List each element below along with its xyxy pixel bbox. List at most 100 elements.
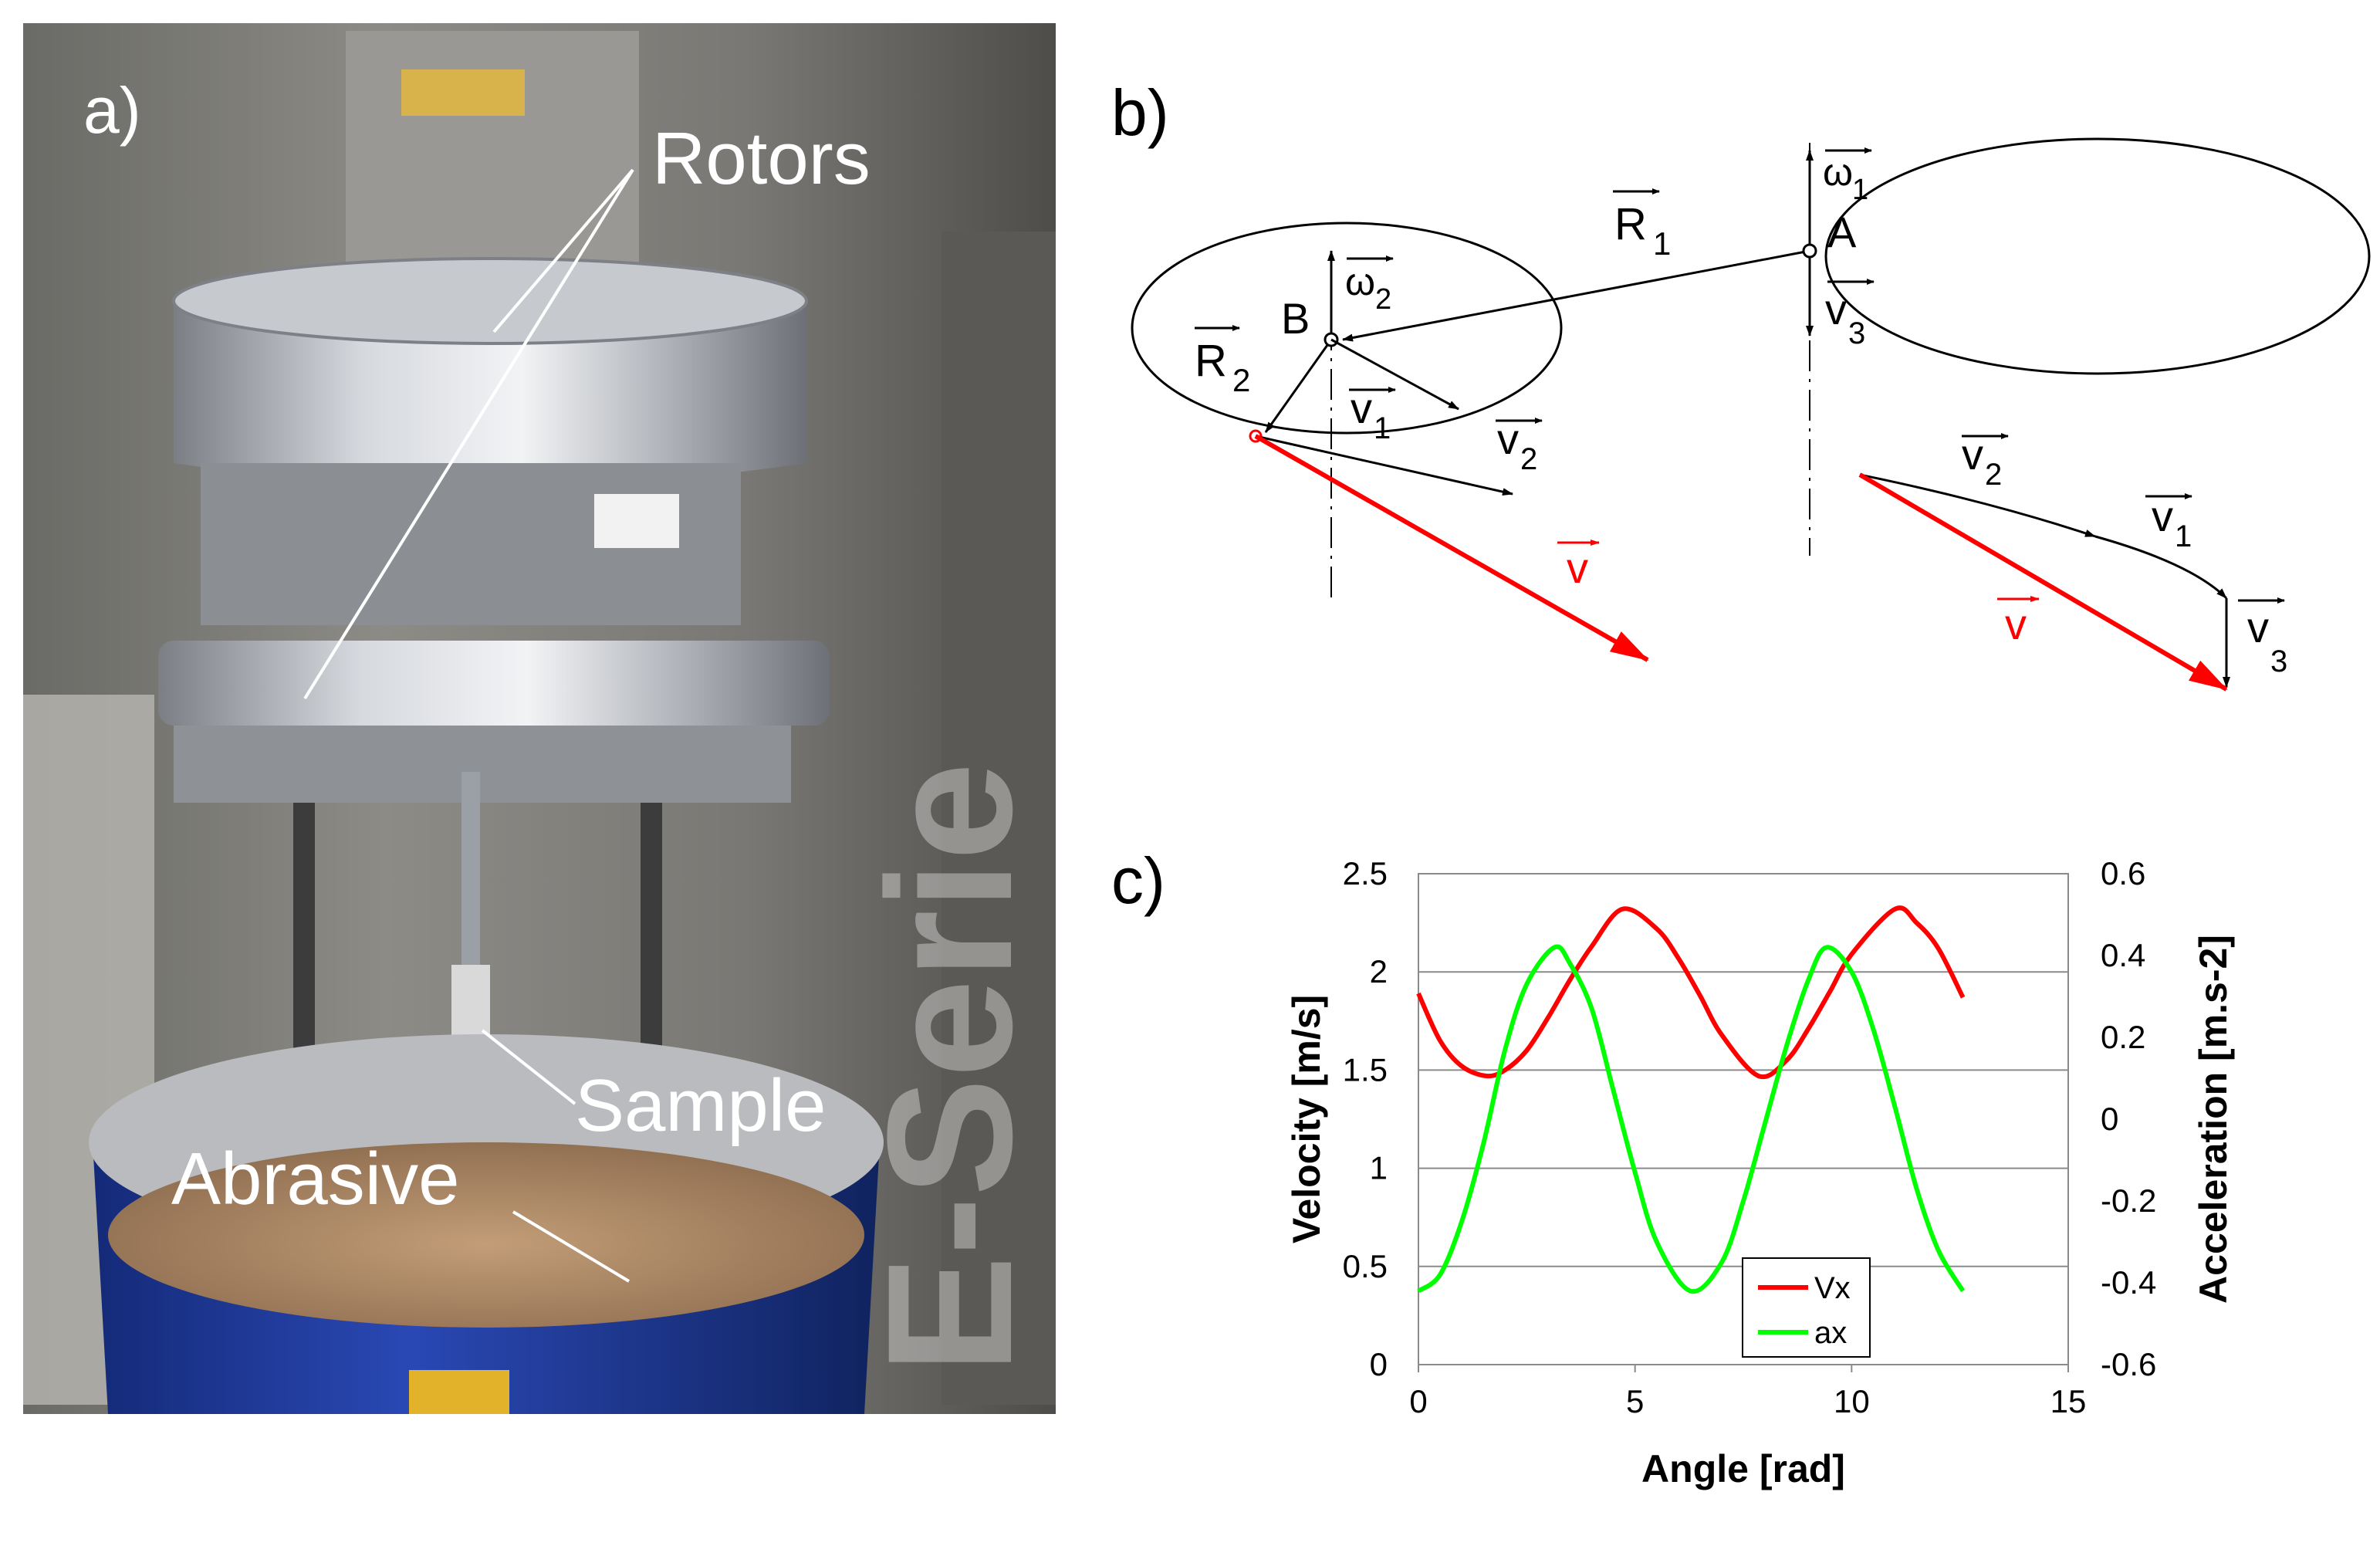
r2-label-sub: 2 bbox=[1232, 362, 1250, 398]
watermark-text: E-Serie bbox=[850, 762, 1049, 1374]
legend-label-ax: ax bbox=[1814, 1316, 1847, 1350]
omega2-label-base: ω bbox=[1345, 260, 1375, 303]
point-a-marker bbox=[1802, 243, 1817, 259]
y-tick-label-2: 1 bbox=[1370, 1150, 1388, 1186]
panel-c-label: c) bbox=[1111, 844, 1165, 917]
sample-holders bbox=[174, 726, 791, 803]
panel-a: E-Serie a) Rotors Sample Abrasive bbox=[23, 23, 1056, 1414]
r1-label: R 1 bbox=[1613, 188, 1671, 262]
omega1-label-base: ω bbox=[1823, 151, 1853, 194]
y2-tick-label-0: -0.6 bbox=[2101, 1346, 2156, 1382]
v3-label-poly: v 3 bbox=[2238, 597, 2287, 678]
point-a-label: A bbox=[1827, 208, 1857, 256]
chart: 0 5 10 15 0 0.5 1 1.5 2 2.5 -0.6 -0.4 -0.2 0 0.2 0.4 0.6… bbox=[1285, 855, 2235, 1490]
rotors-label: Rotors bbox=[652, 117, 871, 200]
v1-label-poly: v 1 bbox=[2145, 492, 2192, 553]
r1-label-base: R bbox=[1614, 199, 1647, 249]
x-tick-label-3: 15 bbox=[2050, 1383, 2087, 1419]
legend-label-vx: Vx bbox=[1814, 1271, 1851, 1305]
panel-b-label: b) bbox=[1111, 76, 1169, 149]
v2-label-c: v 2 bbox=[1496, 414, 1543, 476]
y2-tick-label-6: 0.6 bbox=[2101, 855, 2145, 891]
y2-axis-title: Acceleration [m.s-2] bbox=[2192, 935, 2235, 1304]
omega1-label-sub: 1 bbox=[1852, 174, 1868, 206]
y2-tick-label-4: 0.2 bbox=[2101, 1019, 2145, 1055]
small-orbit bbox=[1131, 222, 1563, 435]
v1-label-b: v 1 bbox=[1349, 384, 1396, 445]
v3-label-poly-base: v bbox=[2247, 603, 2269, 651]
white-pipe bbox=[594, 494, 679, 548]
y-tick-label-4: 2 bbox=[1370, 953, 1388, 990]
y-tick-label-3: 1.5 bbox=[1343, 1051, 1388, 1088]
r2-label: R 2 bbox=[1195, 325, 1250, 398]
v3-label-a: v 3 bbox=[1825, 279, 1875, 350]
v2-label-poly: v 2 bbox=[1962, 430, 2009, 492]
v1-label-b-base: v bbox=[1351, 384, 1372, 432]
y-axis-title: Velocity [m/s] bbox=[1285, 995, 1328, 1243]
v2-label-poly-base: v bbox=[1962, 430, 1983, 479]
v2-polygon-segment bbox=[1859, 473, 2096, 538]
y2-tick-label-5: 0.4 bbox=[2101, 937, 2145, 973]
r2-vector bbox=[1264, 339, 1333, 433]
abrasive-sand bbox=[108, 1142, 864, 1328]
omega2-label: ω 2 bbox=[1345, 255, 1394, 316]
x-tick-label-2: 10 bbox=[1834, 1383, 1870, 1419]
v-label-left: v bbox=[1557, 540, 1600, 592]
series-line-ax bbox=[1417, 944, 1966, 1294]
v3-label-a-sub: 3 bbox=[1848, 316, 1865, 350]
resultant-v-vector bbox=[1254, 434, 1649, 662]
v1-label-b-sub: 1 bbox=[1374, 411, 1391, 445]
rotors-pointer-1 bbox=[492, 168, 634, 333]
y-tick-label-0: 0 bbox=[1370, 1346, 1388, 1382]
v1-label-poly-base: v bbox=[2152, 492, 2173, 540]
v3-label-poly-sub: 3 bbox=[2270, 644, 2287, 678]
v-label-left-text: v bbox=[1567, 543, 1588, 592]
vertical-rod-left bbox=[293, 803, 315, 1065]
x-axis-title: Angle [rad] bbox=[1641, 1447, 1845, 1490]
y2-tick-label-3: 0 bbox=[2101, 1101, 2118, 1137]
lower-rotor-ring bbox=[158, 641, 830, 726]
y-tick-label-1: 0.5 bbox=[1343, 1248, 1388, 1284]
plot-frame bbox=[1418, 873, 2069, 1365]
abrasive-pointer bbox=[512, 1210, 630, 1283]
cabinet-top-box bbox=[346, 31, 639, 262]
v2-label-c-base: v bbox=[1497, 414, 1519, 463]
top-rotor-rim bbox=[172, 257, 808, 345]
sample-label: Sample bbox=[575, 1064, 827, 1147]
v1-vector-b bbox=[1330, 338, 1459, 411]
omega1-label: ω 1 bbox=[1823, 147, 1872, 206]
rotors-pointer-2 bbox=[303, 168, 634, 700]
x-tick-label-0: 0 bbox=[1409, 1383, 1427, 1419]
panel-c: c) 0 5 10 15 0 0.5 1 1.5 2 2.5 -0.6 -0.4 -0.2 0 0.2 0.4… bbox=[1111, 844, 2235, 1490]
r1-vector bbox=[1342, 249, 1810, 342]
sample-pointer bbox=[481, 1029, 576, 1105]
v-label-right: v bbox=[1997, 596, 2040, 648]
warning-sticker-top bbox=[401, 69, 525, 116]
panel-a-label: a) bbox=[83, 74, 141, 147]
resultant-v-polygon bbox=[1858, 472, 2228, 692]
barrel-warning-sticker bbox=[409, 1370, 509, 1414]
v1-polygon-segment bbox=[2094, 535, 2228, 600]
y2-tick-label-2: -0.2 bbox=[2101, 1182, 2156, 1219]
v2-label-poly-sub: 2 bbox=[1985, 458, 2002, 492]
y-tick-label-5: 2.5 bbox=[1343, 855, 1388, 891]
r1-label-sub: 1 bbox=[1653, 225, 1671, 262]
large-orbit bbox=[1824, 137, 2371, 375]
r2-label-base: R bbox=[1195, 336, 1227, 386]
abrasive-label: Abrasive bbox=[171, 1138, 460, 1220]
v-label-right-text: v bbox=[2005, 600, 2027, 648]
omega2-label-sub: 2 bbox=[1375, 283, 1391, 316]
point-b-label: B bbox=[1281, 294, 1310, 343]
y2-tick-label-1: -0.4 bbox=[2101, 1264, 2156, 1301]
vertical-rod-right bbox=[641, 803, 662, 1081]
v1-label-poly-sub: 1 bbox=[2175, 519, 2192, 553]
x-tick-label-1: 5 bbox=[1626, 1383, 1644, 1419]
legend-box bbox=[1742, 1257, 1871, 1358]
right-rail bbox=[942, 232, 1056, 1405]
sample-rod bbox=[461, 772, 480, 965]
panel-b: b) A B R 1 bbox=[1111, 76, 2371, 692]
v2-label-c-sub: 2 bbox=[1520, 442, 1537, 476]
v2-vector-c bbox=[1255, 435, 1513, 496]
v3-label-a-base: v bbox=[1825, 285, 1847, 333]
